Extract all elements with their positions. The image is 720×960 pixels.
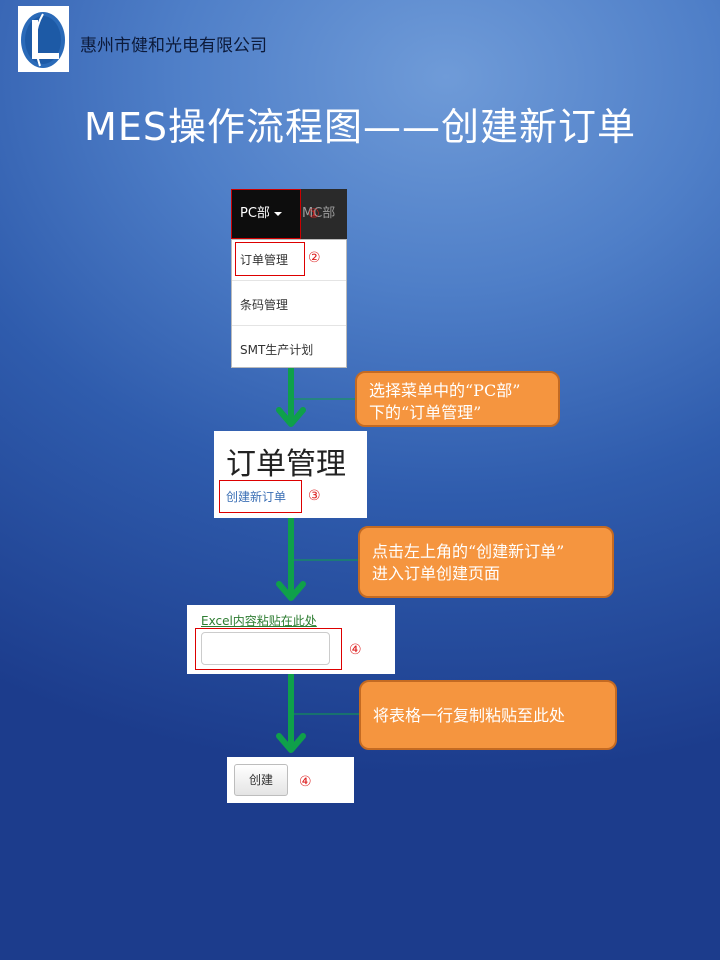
create-button[interactable]: 创建 <box>234 764 288 796</box>
step-number: ① <box>308 207 320 222</box>
step-number: ④ <box>349 642 362 658</box>
nav-mc-dept[interactable]: MC部 <box>302 206 336 221</box>
excel-paste-label: Excel内容粘贴在此处 <box>201 614 317 628</box>
menu-divider <box>232 325 346 326</box>
company-logo <box>18 6 69 72</box>
callout-step1: 选择菜单中的“PC部” 下的“订单管理” <box>355 371 560 427</box>
page-title: MES操作流程图——创建新订单 <box>84 105 636 149</box>
callout-step2: 点击左上角的“创建新订单” 进入订单创建页面 <box>358 526 614 598</box>
down-arrow-head <box>276 581 306 601</box>
menu-item-barcode-management[interactable]: 条码管理 <box>240 298 289 312</box>
nav-pc-label: PC部 <box>240 206 270 221</box>
down-arrow-head <box>276 733 306 753</box>
caret-down-icon <box>273 211 282 216</box>
excel-paste-input[interactable] <box>201 632 330 665</box>
company-name: 惠州市健和光电有限公司 <box>80 36 267 56</box>
highlight-box <box>235 242 305 276</box>
step-number: ④ <box>299 774 312 790</box>
dropdown-menu: 订单管理 ② 条码管理 SMT生产计划 <box>231 239 347 368</box>
step-number: ③ <box>308 488 321 504</box>
callout-line: 进入订单创建页面 <box>372 564 501 583</box>
menu-item-order-management[interactable]: 订单管理 <box>240 253 289 267</box>
callout-line: 点击左上角的“创建新订单” <box>372 542 565 561</box>
nav-pc-dept[interactable]: PC部 <box>231 189 301 239</box>
create-panel: 创建 ④ <box>227 757 354 803</box>
menu-divider <box>232 280 346 281</box>
callout-step3: 将表格一行复制粘贴至此处 <box>359 680 617 750</box>
callout-line: 下的“订单管理” <box>369 403 482 422</box>
create-order-link[interactable]: 创建新订单 <box>226 490 287 504</box>
order-management-panel: 订单管理 创建新订单 ③ <box>214 431 367 518</box>
callout-line: 将表格一行复制粘贴至此处 <box>373 706 566 725</box>
navbar: PC部 MC部 ① <box>231 189 347 239</box>
callout-line: 选择菜单中的“PC部” <box>369 381 521 400</box>
order-management-heading: 订单管理 <box>226 447 346 482</box>
highlight-box <box>219 480 302 513</box>
highlight-box <box>195 628 342 670</box>
down-arrow-head <box>276 407 306 427</box>
menu-item-smt-plan[interactable]: SMT生产计划 <box>240 343 314 357</box>
excel-paste-panel: Excel内容粘贴在此处 ④ <box>187 605 395 674</box>
step-number: ② <box>308 250 321 266</box>
